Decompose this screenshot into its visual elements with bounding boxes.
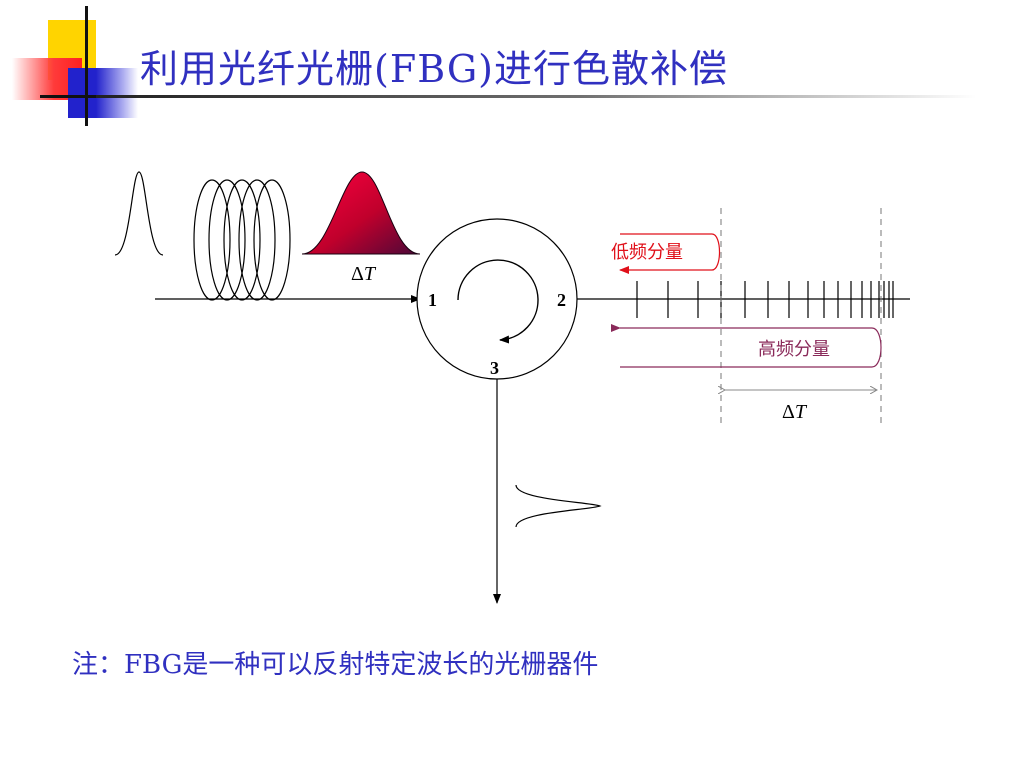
fiber-coil-icon: [193, 179, 291, 301]
fbg-grating-marks: [636, 281, 894, 318]
circulator-rotation-arrow-icon: [457, 259, 539, 344]
low-freq-reflection-path: [619, 233, 721, 274]
slide-title: 利用光纤光栅(FBG)进行色散补偿: [140, 47, 729, 91]
deco-blue-block: [68, 68, 138, 118]
port-2-label: 2: [557, 290, 566, 310]
broadened-pulse: [301, 171, 421, 255]
deco-vertical-line: [85, 6, 88, 126]
port-3-label: 3: [490, 358, 499, 378]
low-freq-label: 低频分量: [611, 242, 683, 263]
title-underline: [96, 95, 976, 98]
deco-horizontal-line: [40, 95, 100, 98]
output-pulse: [515, 484, 602, 528]
input-pulse: [114, 171, 164, 256]
high-freq-label: 高频分量: [758, 339, 830, 360]
pulse-width-label: ΔT: [351, 263, 377, 285]
footnote: 注：FBG是一种可以反射特定波长的光栅器件: [72, 650, 599, 680]
high-freq-reflection-path: [611, 324, 882, 368]
delay-label: ΔT: [782, 401, 808, 423]
port-1-label: 1: [428, 290, 437, 310]
optical-circulator: [416, 218, 578, 380]
